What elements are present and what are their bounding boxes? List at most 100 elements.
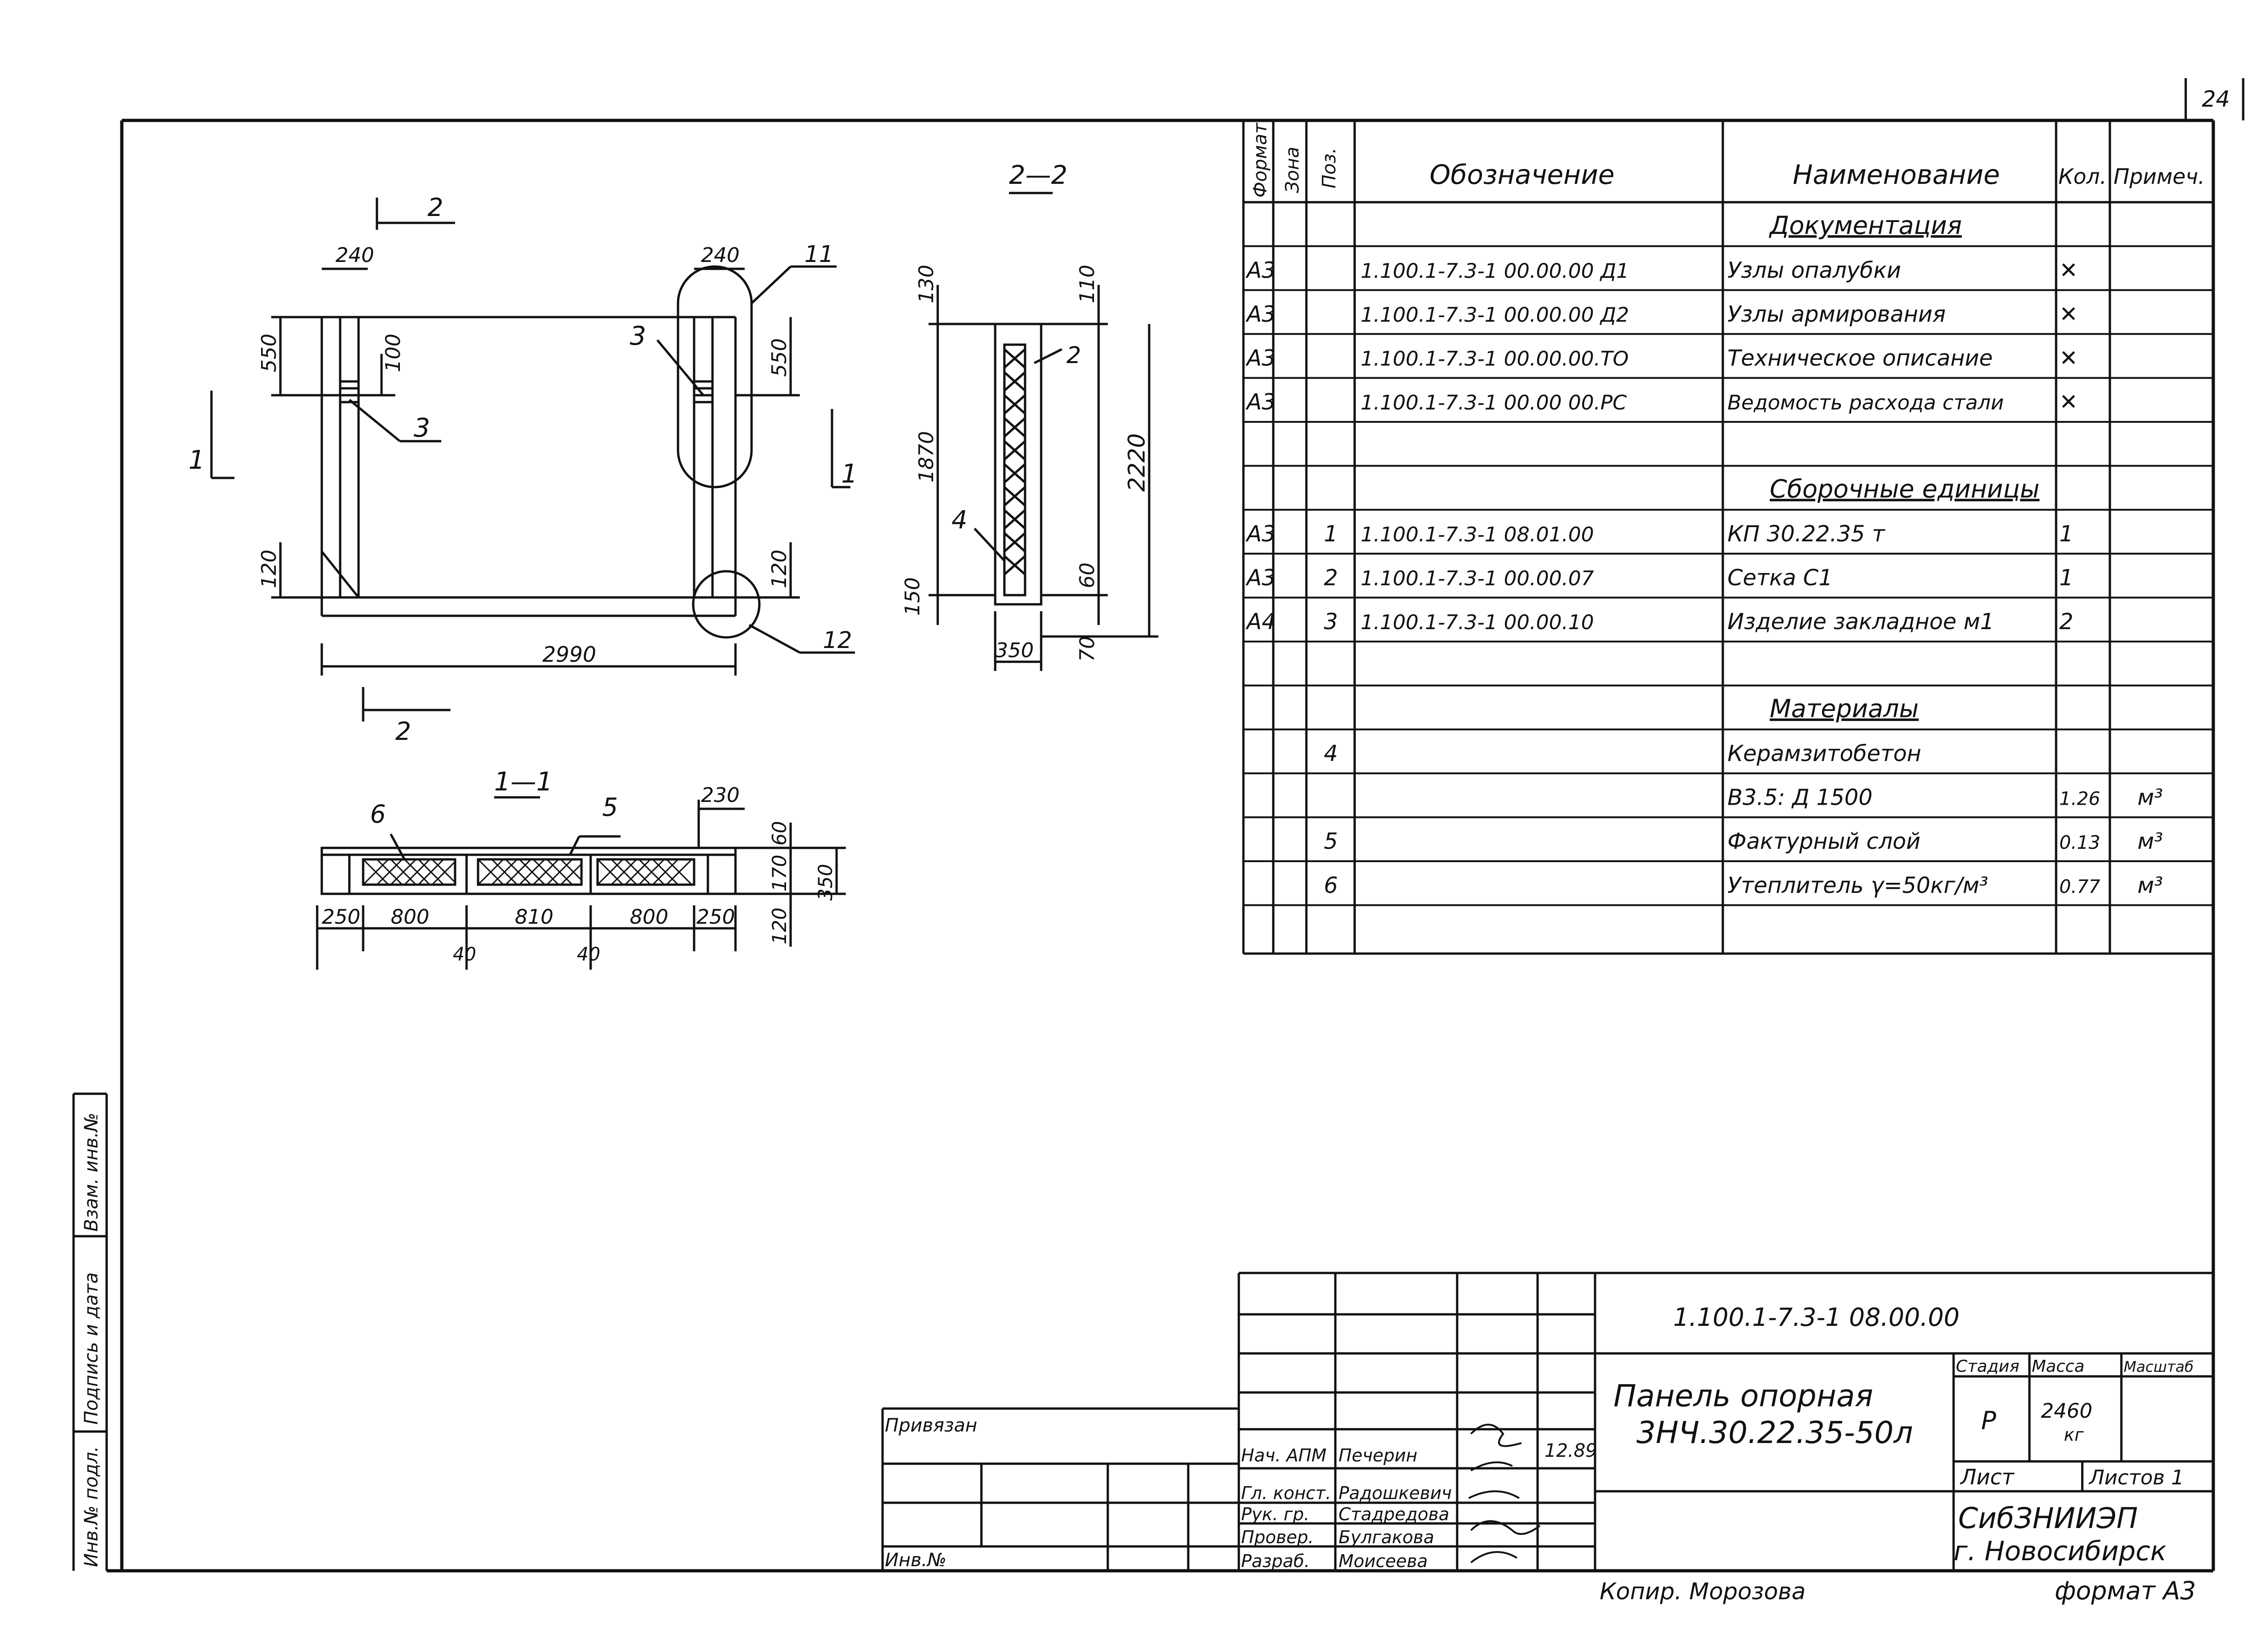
sec11-dim-800a: 800 <box>391 905 429 929</box>
title-code: 1.100.1-7.3-1 08.00.00 <box>1673 1303 1960 1332</box>
section-2-2-title: 2—2 <box>1009 160 1067 190</box>
spec-cell-format: А3 <box>1245 389 1276 415</box>
sec22-dim-70: 70 <box>1076 636 1099 662</box>
plan-callout-3-left: 3 <box>414 413 430 443</box>
sec11-dim-230: 230 <box>701 784 740 807</box>
sec11-insulation-hatch <box>362 858 693 886</box>
spec-cell-name: Ведомость расхода стали <box>1727 391 2004 415</box>
section-1-1-title: 1—1 <box>494 767 553 797</box>
spec-cell-pos: 3 <box>1324 609 1338 635</box>
title-line-1: Панель опорная <box>1613 1378 1873 1414</box>
spec-cell-name: Утеплитель γ=50кг/м³ <box>1727 873 1988 898</box>
spec-cell-format: А3 <box>1245 346 1276 371</box>
spec-cell-note: м³ <box>2137 829 2163 854</box>
plan-dim-2990: 2990 <box>542 642 596 667</box>
spec-cell-format: А3 <box>1245 565 1276 591</box>
spec-cell-name: Сетка С1 <box>1727 565 1833 591</box>
spec-cell-name: Документация <box>1769 211 1962 240</box>
spec-cell-qty: ✕ <box>2059 346 2078 371</box>
section-2-2-view <box>929 192 1158 671</box>
mass-value: 2460 <box>2041 1399 2092 1423</box>
stage-label: Стадия <box>1956 1357 2019 1376</box>
staff-role: Гл. конст. <box>1241 1483 1331 1503</box>
cut-mark-2-bottom: 2 <box>395 717 411 746</box>
spec-cell-qty: 2 <box>2059 609 2074 635</box>
page-number-box <box>2184 78 2245 120</box>
spec-cell-designation: 1.100.1-7.3-1 00.00.00 Д1 <box>1361 259 1629 283</box>
spec-cell-note: м³ <box>2137 873 2163 898</box>
page-number: 24 <box>2202 86 2230 112</box>
spec-cell-qty: 1 <box>2059 565 2074 591</box>
title-block-grid <box>881 1272 2213 1571</box>
spec-cell-qty: 0.77 <box>2059 876 2101 898</box>
spec-cell-format: А3 <box>1245 301 1276 327</box>
sec11-callout-6: 6 <box>370 800 386 829</box>
spec-cell-qty: ✕ <box>2059 301 2078 327</box>
side-stamp-label-2: Подпись и дата <box>81 1273 102 1425</box>
org-city: г. Новосибирск <box>1954 1535 2166 1567</box>
spec-cell-designation: 1.100.1-7.3-1 00.00 00.РС <box>1361 391 1627 415</box>
privyazan-label: Привязан <box>885 1415 977 1436</box>
spec-cell-note: м³ <box>2137 785 2163 811</box>
side-stamp <box>72 1092 108 1571</box>
spec-cell-name: В3.5: Д 1500 <box>1727 785 1873 811</box>
sec22-dim-1870: 1870 <box>915 431 938 483</box>
sec22-dim-350: 350 <box>995 639 1034 662</box>
sec11-dim-170: 170 <box>768 855 791 892</box>
spec-cell-qty: 0.13 <box>2059 832 2100 853</box>
plan-callout-11: 11 <box>804 241 834 267</box>
sec11-dim-350: 350 <box>814 864 837 901</box>
sec11-dim-810: 810 <box>515 905 553 929</box>
spec-cell-designation: 1.100.1-7.3-1 00.00.10 <box>1361 611 1594 634</box>
spec-header-designation: Обозначение <box>1430 159 1614 190</box>
staff-name: Моисеева <box>1339 1551 1428 1571</box>
spec-cell-name: Узлы армирования <box>1727 301 1946 327</box>
title-date: 12.89 <box>1544 1440 1597 1461</box>
sec22-dim-60: 60 <box>1076 562 1099 588</box>
sheet-frame <box>107 119 2215 1573</box>
spec-header-note: Примеч. <box>2114 164 2205 189</box>
sec22-dim-150: 150 <box>901 577 924 616</box>
copied-by: Копир. Морозова <box>1600 1578 1806 1605</box>
plan-dim-100: 100 <box>382 334 405 372</box>
plan-dim-240-right: 240 <box>701 244 740 267</box>
spec-cell-qty: ✕ <box>2059 257 2078 283</box>
plan-view <box>210 198 855 722</box>
plan-dim-120-left: 120 <box>257 550 281 588</box>
sec11-dim-800b: 800 <box>630 905 668 929</box>
spec-cell-format: А4 <box>1245 609 1276 635</box>
staff-name: Радошкевич <box>1339 1483 1452 1503</box>
spec-cell-qty: 1 <box>2059 521 2074 547</box>
mass-label: Масса <box>2032 1357 2085 1376</box>
plan-dim-550-left: 550 <box>257 334 281 372</box>
staff-name: Булгакова <box>1339 1527 1434 1547</box>
spec-cell-pos: 1 <box>1324 521 1338 547</box>
plan-callout-3-right: 3 <box>630 321 646 351</box>
sec22-callout-4: 4 <box>952 506 967 534</box>
spec-table-grid <box>1242 120 2213 955</box>
plan-dim-120-right: 120 <box>768 550 791 588</box>
cut-mark-1-left: 1 <box>188 445 205 475</box>
sheet-label: Лист <box>1960 1465 2015 1489</box>
inv-no-label: Инв.№ <box>885 1550 946 1571</box>
spec-cell-pos: 4 <box>1324 741 1338 767</box>
org-name: СибЗНИИЭП <box>1958 1501 2138 1535</box>
sec11-dim-120: 120 <box>768 908 791 944</box>
scale-label: Масштаб <box>2124 1358 2194 1375</box>
staff-role: Разраб. <box>1241 1551 1310 1571</box>
sec11-dim-40a: 40 <box>453 944 476 965</box>
spec-cell-pos: 2 <box>1324 565 1338 591</box>
spec-cell-designation: 1.100.1-7.3-1 00.00.00.ТО <box>1361 347 1629 371</box>
spec-cell-format: А3 <box>1245 257 1276 283</box>
spec-cell-designation: 1.100.1-7.3-1 00.00.00 Д2 <box>1361 303 1629 327</box>
spec-header-name: Наименование <box>1793 159 2000 190</box>
spec-header-pos: Поз. <box>1319 148 1340 188</box>
section-1-1-view <box>316 796 846 970</box>
spec-cell-format: А3 <box>1245 521 1276 547</box>
staff-role: Нач. АПМ <box>1241 1445 1327 1466</box>
spec-cell-name: Изделие закладное м1 <box>1727 609 1994 635</box>
staff-role: Рук. гр. <box>1241 1504 1310 1524</box>
